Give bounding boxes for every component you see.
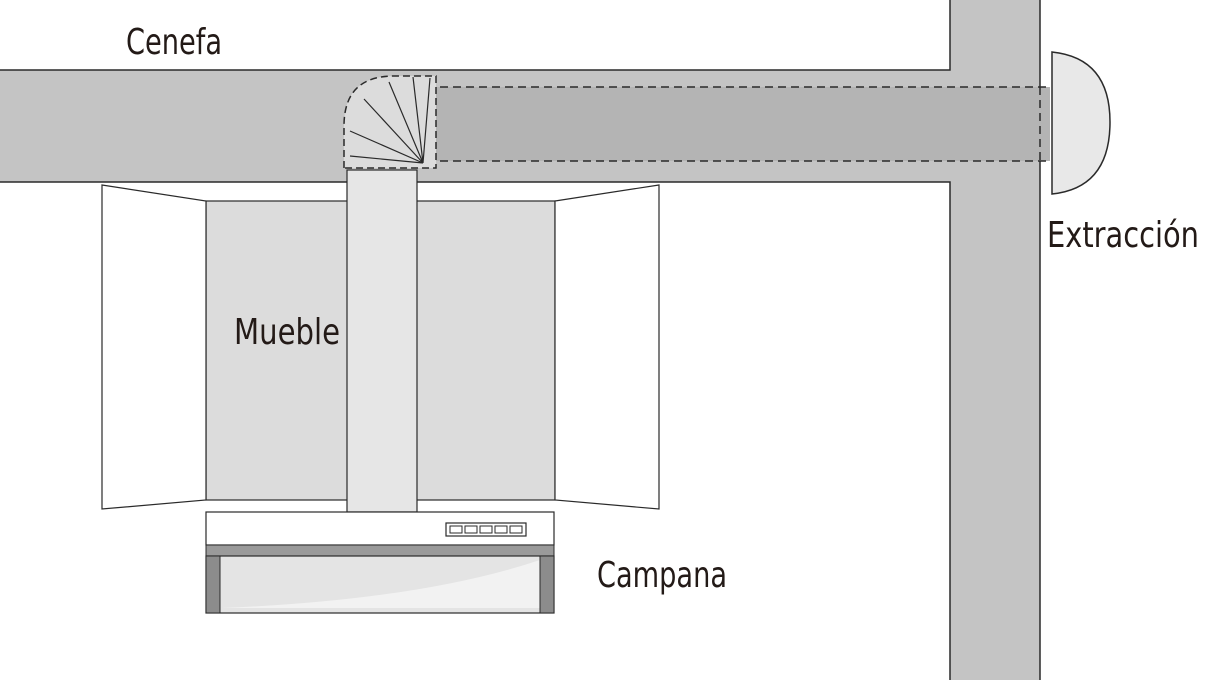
elbow-segment-lines bbox=[349, 76, 431, 164]
label-mueble: Mueble bbox=[234, 312, 340, 353]
extraction-vent bbox=[1051, 51, 1111, 195]
duct-fill bbox=[436, 87, 1050, 161]
cabinet-door-left bbox=[101, 184, 207, 510]
hood-side-right bbox=[539, 555, 555, 614]
hood-side-left bbox=[205, 555, 221, 614]
hood-control-button bbox=[494, 525, 508, 534]
hood-control-button bbox=[509, 525, 523, 534]
hidden-duct bbox=[436, 86, 1050, 162]
hood-control-button bbox=[449, 525, 463, 534]
chimney-duct bbox=[346, 169, 418, 513]
range-hood bbox=[205, 511, 555, 614]
hood-control-panel bbox=[445, 522, 527, 537]
duct-elbow bbox=[343, 75, 437, 169]
hood-control-button bbox=[479, 525, 493, 534]
label-cenefa: Cenefa bbox=[126, 22, 222, 63]
hood-control-button bbox=[464, 525, 478, 534]
hood-glass-reflection bbox=[222, 560, 540, 608]
label-campana: Campana bbox=[597, 555, 727, 596]
duct-dashed-outline bbox=[440, 86, 1050, 162]
label-extraccion: Extracción bbox=[1047, 215, 1199, 256]
elbow-shape bbox=[343, 75, 437, 169]
cabinet-door-right bbox=[554, 184, 660, 510]
hood-trim bbox=[205, 544, 555, 557]
